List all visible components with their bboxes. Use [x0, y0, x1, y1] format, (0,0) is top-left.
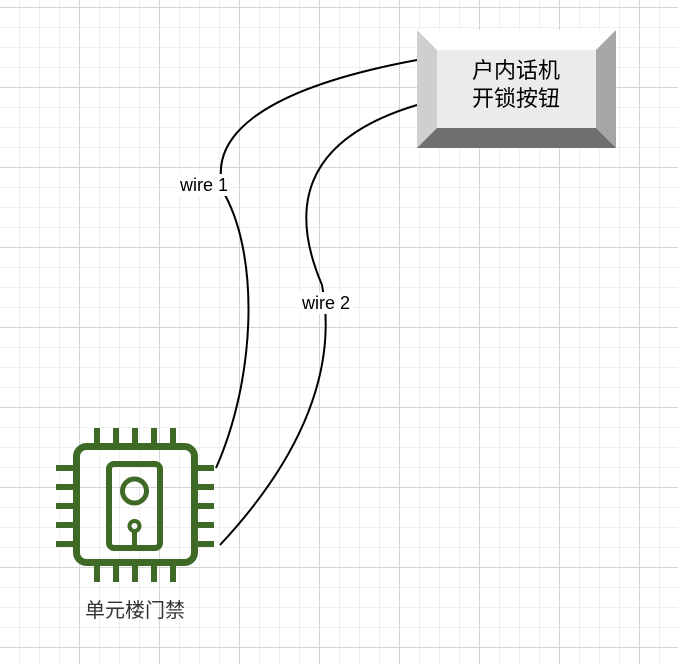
wire-2-path[interactable] — [219, 104, 418, 546]
button-label-line-1: 户内话机 — [471, 59, 560, 84]
wire-1-label[interactable]: wire 1 — [177, 174, 232, 196]
door-controller-label: 单元楼门禁 — [85, 598, 185, 622]
chip-lock-icon[interactable] — [56, 428, 214, 582]
intercom-button-label: 户内话机 开锁按钮 — [440, 58, 592, 114]
button-label-line-2: 开锁按钮 — [471, 87, 560, 112]
wire-1-path[interactable] — [215, 59, 418, 469]
wire-2-label[interactable]: wire 2 — [299, 292, 354, 314]
chip-body — [73, 443, 198, 566]
intercom-unlock-button-shape[interactable] — [417, 30, 616, 148]
